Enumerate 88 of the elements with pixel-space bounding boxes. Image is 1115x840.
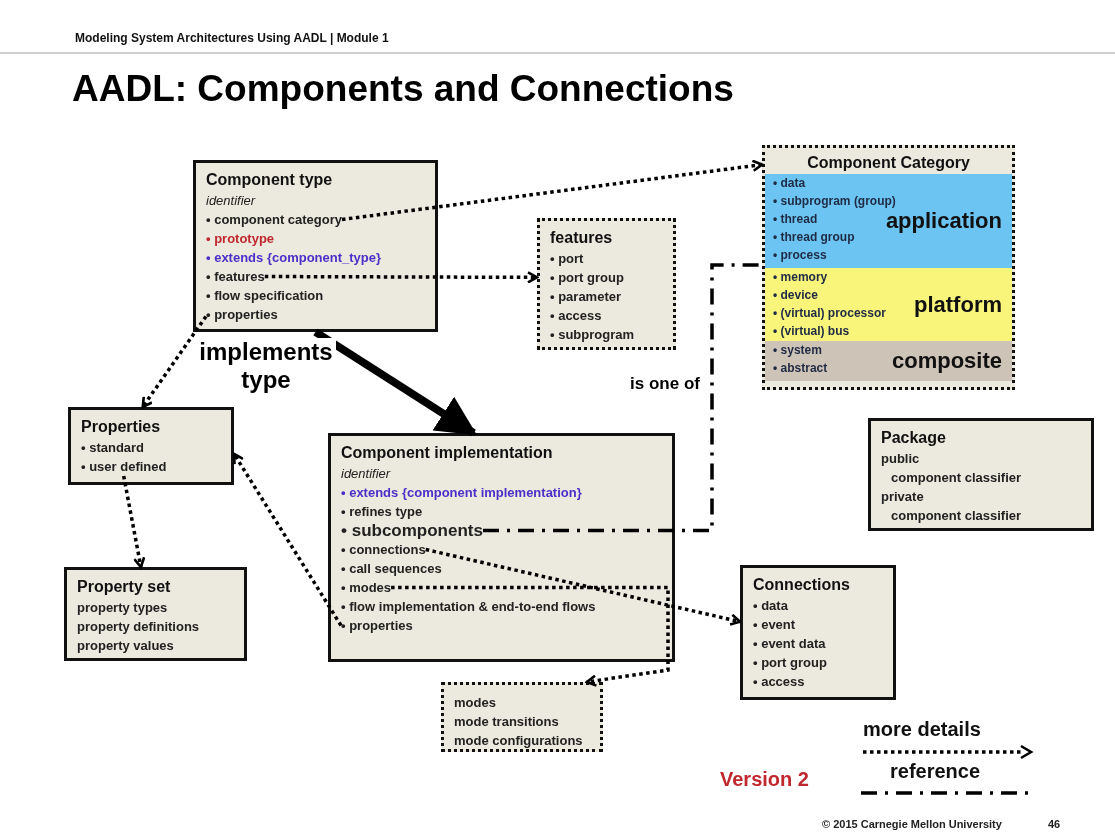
list-item: • call sequences	[341, 560, 442, 578]
list-item: • component category	[206, 210, 343, 229]
list-item: • access	[753, 673, 805, 691]
dotted-box	[537, 218, 676, 350]
list-item: private	[881, 488, 924, 506]
list-item: • flow specification	[206, 287, 324, 305]
list-item: • connections	[341, 540, 426, 559]
box-heading: Property set	[77, 577, 171, 597]
list-item: • extends {component_type}	[206, 249, 382, 267]
version-text: Version 2	[720, 768, 809, 791]
list-item: • port	[550, 250, 584, 268]
list-item: • thread group	[773, 229, 855, 246]
box-heading: features	[550, 228, 613, 248]
legend-text: reference	[890, 760, 981, 783]
list-item: • memory	[773, 269, 828, 286]
box-heading: Package	[881, 428, 946, 448]
list-item: modes	[454, 694, 496, 712]
arrow	[313, 328, 478, 437]
list-item: • subprogram (group)	[773, 193, 896, 210]
info-box	[68, 407, 234, 485]
box-heading: Component implementation	[341, 443, 553, 463]
band-title: platform	[914, 291, 1002, 318]
list-item: component classifier	[890, 507, 1022, 525]
list-item: • (virtual) bus	[773, 323, 850, 340]
list-item: • access	[550, 307, 602, 325]
list-item: property values	[77, 637, 174, 655]
legend-text: more details	[863, 718, 981, 741]
info-box	[740, 565, 896, 700]
list-item: • data	[773, 175, 806, 192]
list-item: mode configurations	[454, 732, 583, 750]
box-heading: Component type	[206, 170, 333, 190]
list-item: • prototype	[206, 230, 275, 248]
list-item: • user defined	[81, 457, 167, 476]
list-item: • extends {component implementation}	[341, 484, 582, 502]
list-item: • modes	[341, 578, 392, 597]
info-box	[868, 418, 1094, 531]
box-heading: Component Category	[807, 153, 970, 173]
list-item: • process	[773, 247, 827, 264]
list-item: • thread	[773, 211, 818, 228]
list-item: • port group	[753, 654, 827, 672]
list-item: component classifier	[890, 469, 1022, 487]
band-title: composite	[891, 348, 1002, 374]
list-item: • abstract	[773, 360, 828, 377]
reference-line	[121, 475, 146, 569]
list-item: • subprogram	[550, 326, 634, 344]
info-box	[64, 567, 247, 661]
reference-line	[425, 547, 742, 626]
list-item: identifier	[206, 192, 256, 210]
list-item: • system	[773, 342, 822, 359]
reference-line	[391, 585, 670, 687]
list-item: • port group	[550, 269, 624, 287]
slide-title: AADL: Components and Connections	[72, 68, 734, 110]
band-title: application	[885, 208, 1002, 234]
copyright-text: © 2015 Carnegie Mellon University	[822, 818, 1002, 830]
list-item: • parameter	[550, 288, 622, 306]
list-item: mode transitions	[454, 713, 559, 731]
category-band	[765, 341, 1012, 381]
list-item: • properties	[206, 305, 278, 324]
list-item: • properties	[341, 616, 413, 635]
list-item: • device	[773, 287, 818, 304]
list-item: • features	[206, 267, 265, 286]
list-item: • refines type	[341, 503, 423, 521]
reference-line	[264, 271, 539, 284]
box-heading: Properties	[81, 417, 161, 437]
list-item: • event data	[753, 635, 826, 653]
reference-line	[232, 452, 343, 627]
info-box	[328, 433, 675, 662]
list-item: property types	[77, 599, 168, 617]
list-item: public	[881, 450, 920, 468]
page-number: 46	[1048, 818, 1061, 830]
box-heading: Connections	[753, 575, 850, 595]
list-item: • data	[753, 597, 788, 615]
list-item: identifier	[341, 465, 391, 483]
list-item: • event	[753, 616, 796, 634]
list-item: • standard	[81, 439, 145, 457]
header-text: Modeling System Architectures Using AADL | Module 1	[75, 31, 389, 45]
reference-line	[341, 159, 764, 222]
list-item: • subcomponents	[341, 521, 483, 540]
list-item: property definitions	[77, 618, 200, 636]
reference-line	[141, 315, 208, 409]
dotted-box	[441, 682, 603, 752]
info-box	[193, 160, 438, 332]
category-band	[765, 268, 1012, 341]
list-item: • (virtual) processor	[773, 305, 886, 322]
dotted-box	[762, 145, 1015, 390]
category-band	[765, 174, 1012, 268]
list-item: • flow implementation & end-to-end flows	[341, 598, 596, 616]
reference-line	[483, 263, 762, 533]
